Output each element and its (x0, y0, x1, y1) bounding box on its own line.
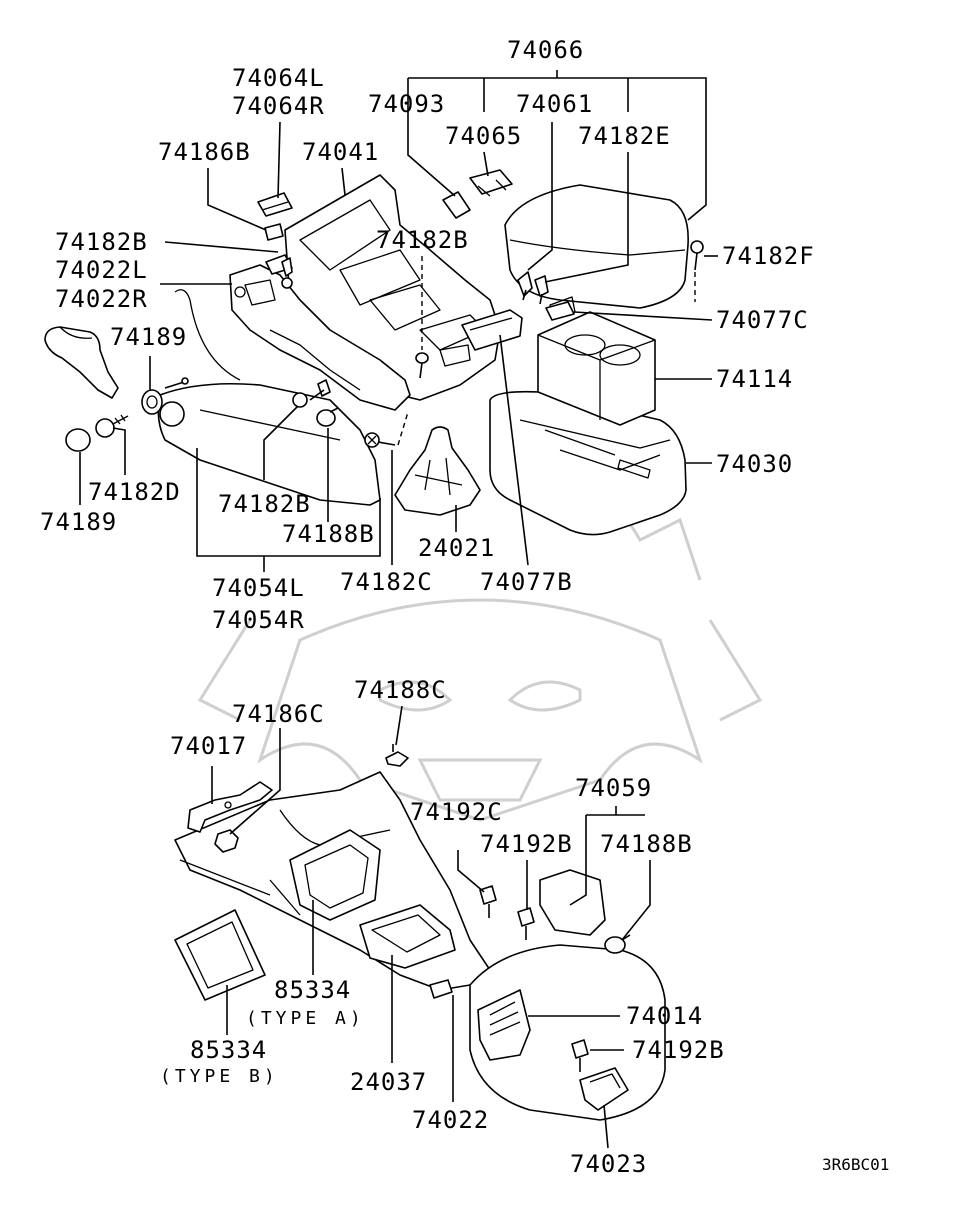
bolt-74192C (479, 885, 497, 918)
leader-lines (79, 70, 718, 1149)
label-74054L: 74054L (212, 574, 305, 602)
trim-85334-type-b (174, 909, 266, 1001)
label-74093: 74093 (368, 90, 445, 118)
label-74022: 74022 (412, 1106, 489, 1134)
part-labels: 74066 74064L 74064R 74093 74061 74065 74… (40, 36, 889, 1178)
label-85334-b: 85334 (190, 1036, 267, 1064)
label-74064L: 74064L (232, 64, 325, 92)
label-74186B: 74186B (158, 138, 251, 166)
label-74182B-b: 74182B (376, 226, 469, 254)
screw-74182B-upper (281, 257, 293, 289)
label-74041: 74041 (302, 138, 379, 166)
rear-console-74030 (489, 390, 687, 536)
clip-74064 (257, 192, 293, 217)
bracket-74022-small (429, 979, 453, 999)
label-74054R: 74054R (212, 606, 305, 634)
clip-74188B-lower (604, 934, 631, 954)
box-74023 (579, 1067, 629, 1111)
shift-boot-24021 (394, 426, 481, 516)
panel-74077B (461, 309, 523, 351)
screw-74182B-center (415, 352, 429, 379)
label-85334-a: 85334 (274, 976, 351, 1004)
label-74114: 74114 (716, 365, 793, 393)
label-74022L: 74022L (55, 256, 148, 284)
label-74022R: 74022R (55, 285, 148, 313)
label-74192C: 74192C (410, 798, 503, 826)
label-74192B-b: 74192B (632, 1036, 725, 1064)
nut-74186C (214, 829, 239, 853)
label-74023: 74023 (570, 1150, 647, 1178)
label-74061: 74061 (516, 90, 593, 118)
label-74182B-c: 74182B (218, 490, 311, 518)
label-74188B-b: 74188B (600, 830, 693, 858)
label-24021: 24021 (418, 534, 495, 562)
label-74192B-a: 74192B (480, 830, 573, 858)
screw-74182C (364, 432, 396, 448)
label-74017: 74017 (170, 732, 247, 760)
clip-74182D (95, 414, 129, 438)
lower-console-74022 (174, 771, 491, 991)
label-74189-b: 74189 (40, 508, 117, 536)
screw-74182B-mid (309, 379, 331, 401)
label-74182B-a: 74182B (55, 228, 148, 256)
armrest-lid-74066 (504, 184, 689, 319)
label-74189-a: 74189 (110, 323, 187, 351)
label-24037: 24037 (350, 1068, 427, 1096)
ring-74189 (141, 377, 189, 415)
label-74188B-a: 74188B (282, 520, 375, 548)
diagram-code: 3R6BC01 (822, 1155, 889, 1174)
label-74188C: 74188C (354, 676, 447, 704)
clip-74188C (385, 744, 409, 767)
bolt-74192B-upper (517, 907, 535, 940)
label-74182F: 74182F (722, 242, 815, 270)
bracket-74017 (187, 781, 273, 833)
label-74059: 74059 (575, 774, 652, 802)
label-74014: 74014 (626, 1002, 703, 1030)
label-74066: 74066 (507, 36, 584, 64)
label-74065: 74065 (445, 122, 522, 150)
cap-74189 (65, 428, 91, 452)
screw-74182E (534, 275, 549, 305)
screw-74061 (517, 271, 533, 301)
label-74030: 74030 (716, 450, 793, 478)
label-type-b: (TYPE B) (160, 1066, 279, 1087)
label-74077C: 74077C (716, 306, 809, 334)
cup-holder-74114 (537, 311, 656, 426)
clip-74065 (469, 169, 513, 197)
label-74182D: 74182D (88, 478, 181, 506)
screw-74182F (690, 240, 704, 271)
ring-large (159, 401, 185, 427)
label-74182E: 74182E (578, 122, 671, 150)
label-74182C: 74182C (340, 568, 433, 596)
grommet-74182B (292, 392, 308, 408)
label-74077B: 74077B (480, 568, 573, 596)
trim-piece-74189 (44, 326, 119, 399)
bracket-74014 (477, 989, 531, 1061)
label-74064R: 74064R (232, 92, 325, 120)
clip-74186B (264, 223, 284, 241)
label-type-a: (TYPE A) (246, 1008, 365, 1029)
panel-74077C (545, 301, 575, 321)
clip-74093 (442, 191, 471, 219)
bolt-74192B-lower (571, 1039, 589, 1072)
clip-74188B-top (316, 407, 339, 427)
label-74186C: 74186C (232, 700, 325, 728)
